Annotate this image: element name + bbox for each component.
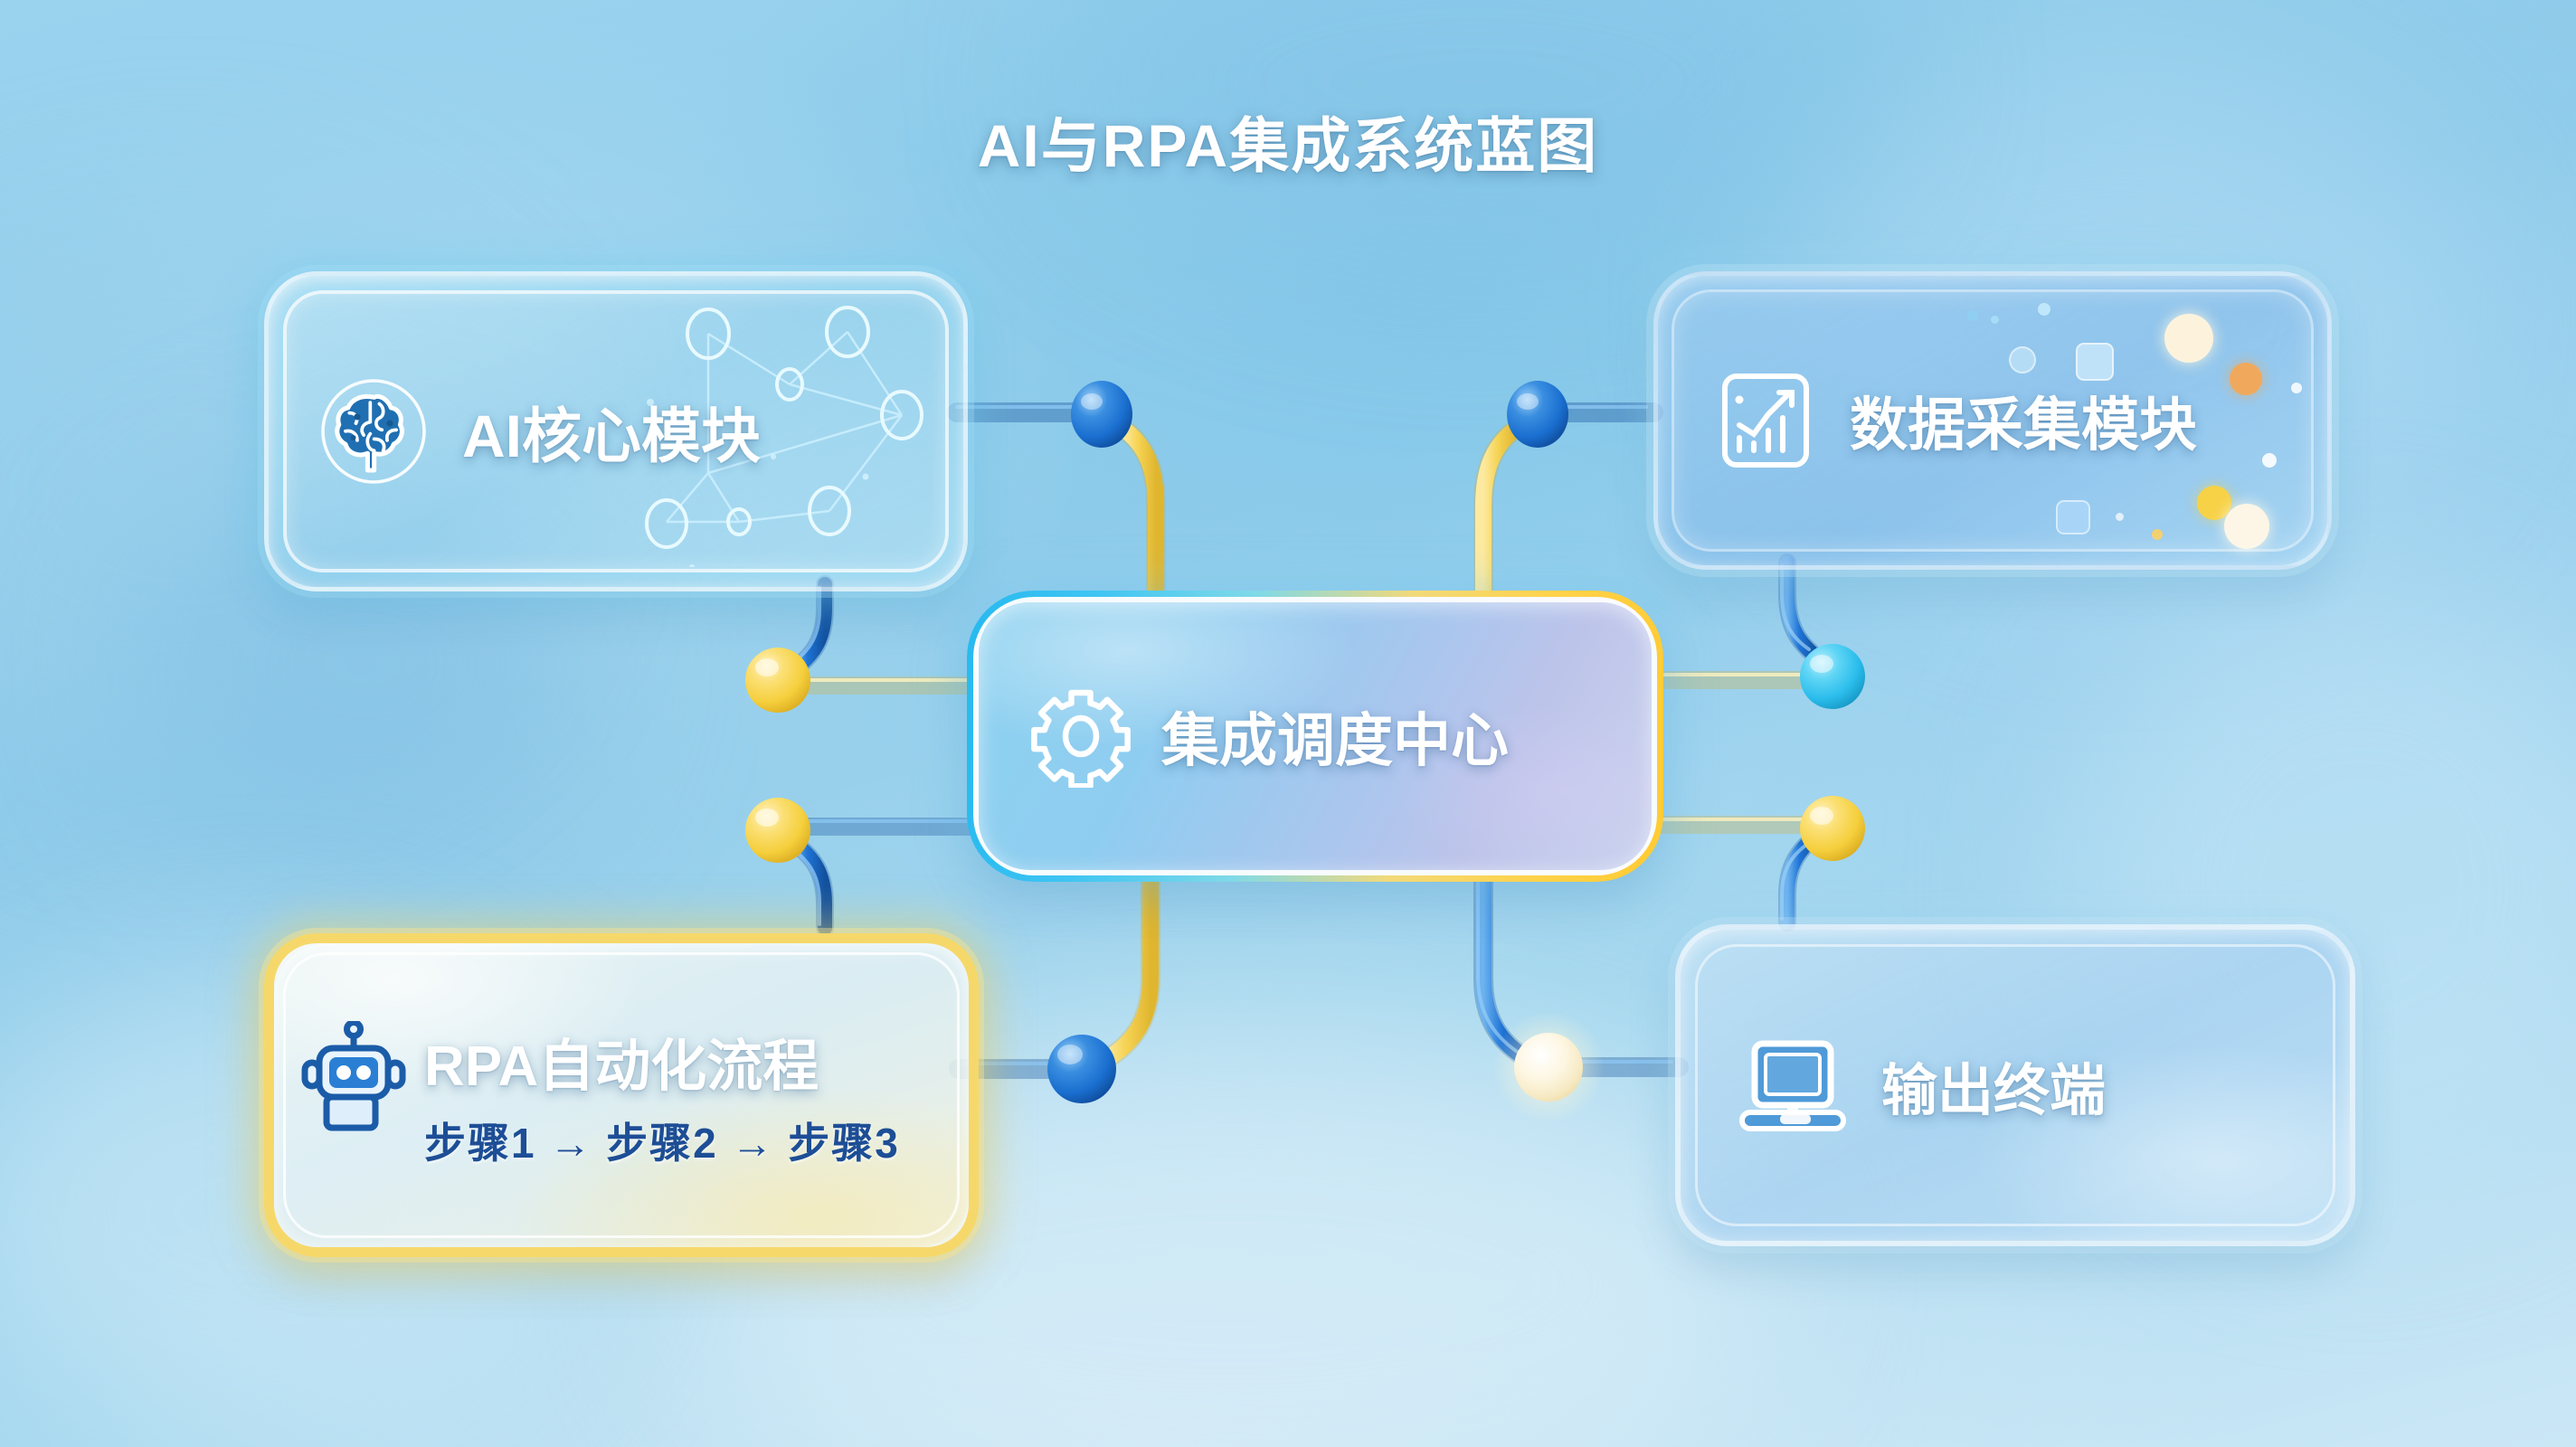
node-card-ai-core[interactable]: AI核心模块 <box>264 271 968 591</box>
card-content: AI核心模块 <box>269 276 963 587</box>
gear-icon <box>1029 685 1132 788</box>
laptop-icon <box>1735 1035 1851 1136</box>
connector-center-to-rpa <box>949 844 1170 1103</box>
page-title: AI与RPA集成系统蓝图 <box>977 112 1599 179</box>
connector-rpa-left-branch <box>745 798 986 937</box>
connector-center-to-output <box>1463 844 1689 1123</box>
connector-ai-to-center <box>947 381 1176 656</box>
rpa-text-block: RPA自动化流程 步骤1 → 步骤2 → 步骤3 <box>424 1020 900 1170</box>
robot-icon <box>299 1021 408 1139</box>
card-content: 输出终端 <box>1681 930 2350 1241</box>
card-label-output-terminal: 输出终端 <box>1881 1060 2107 1122</box>
card-label-data-collection: 数据采集模块 <box>1850 392 2197 458</box>
node-card-rpa-workflow[interactable]: RPA自动化流程 步骤1 → 步骤2 → 步骤3 <box>264 933 979 1257</box>
connector-out-right-branch <box>1634 796 1865 932</box>
rpa-steps-line: 步骤1 → 步骤2 → 步骤3 <box>424 1120 900 1167</box>
card-label-ai-core: AI核心模块 <box>462 402 761 469</box>
brain-icon <box>316 374 431 489</box>
card-content: RPA自动化流程 步骤1 → 步骤2 → 步骤3 <box>274 943 969 1247</box>
node-card-data-collection[interactable]: 数据采集模块 <box>1653 271 2332 570</box>
connector-ai-left-branch <box>745 575 986 713</box>
card-content: 数据采集模块 <box>1658 276 2327 565</box>
card-label-integration-hub: 集成调度中心 <box>1161 708 1509 773</box>
connector-data-right-branch <box>1634 553 1865 709</box>
card-content: 集成调度中心 <box>979 602 1652 870</box>
node-card-output-terminal[interactable]: 输出终端 <box>1675 924 2355 1246</box>
node-card-integration-hub[interactable]: 集成调度中心 <box>967 591 1663 882</box>
bar-chart-icon <box>1712 367 1819 474</box>
card-label-rpa-workflow: RPA自动化流程 <box>424 1036 819 1098</box>
